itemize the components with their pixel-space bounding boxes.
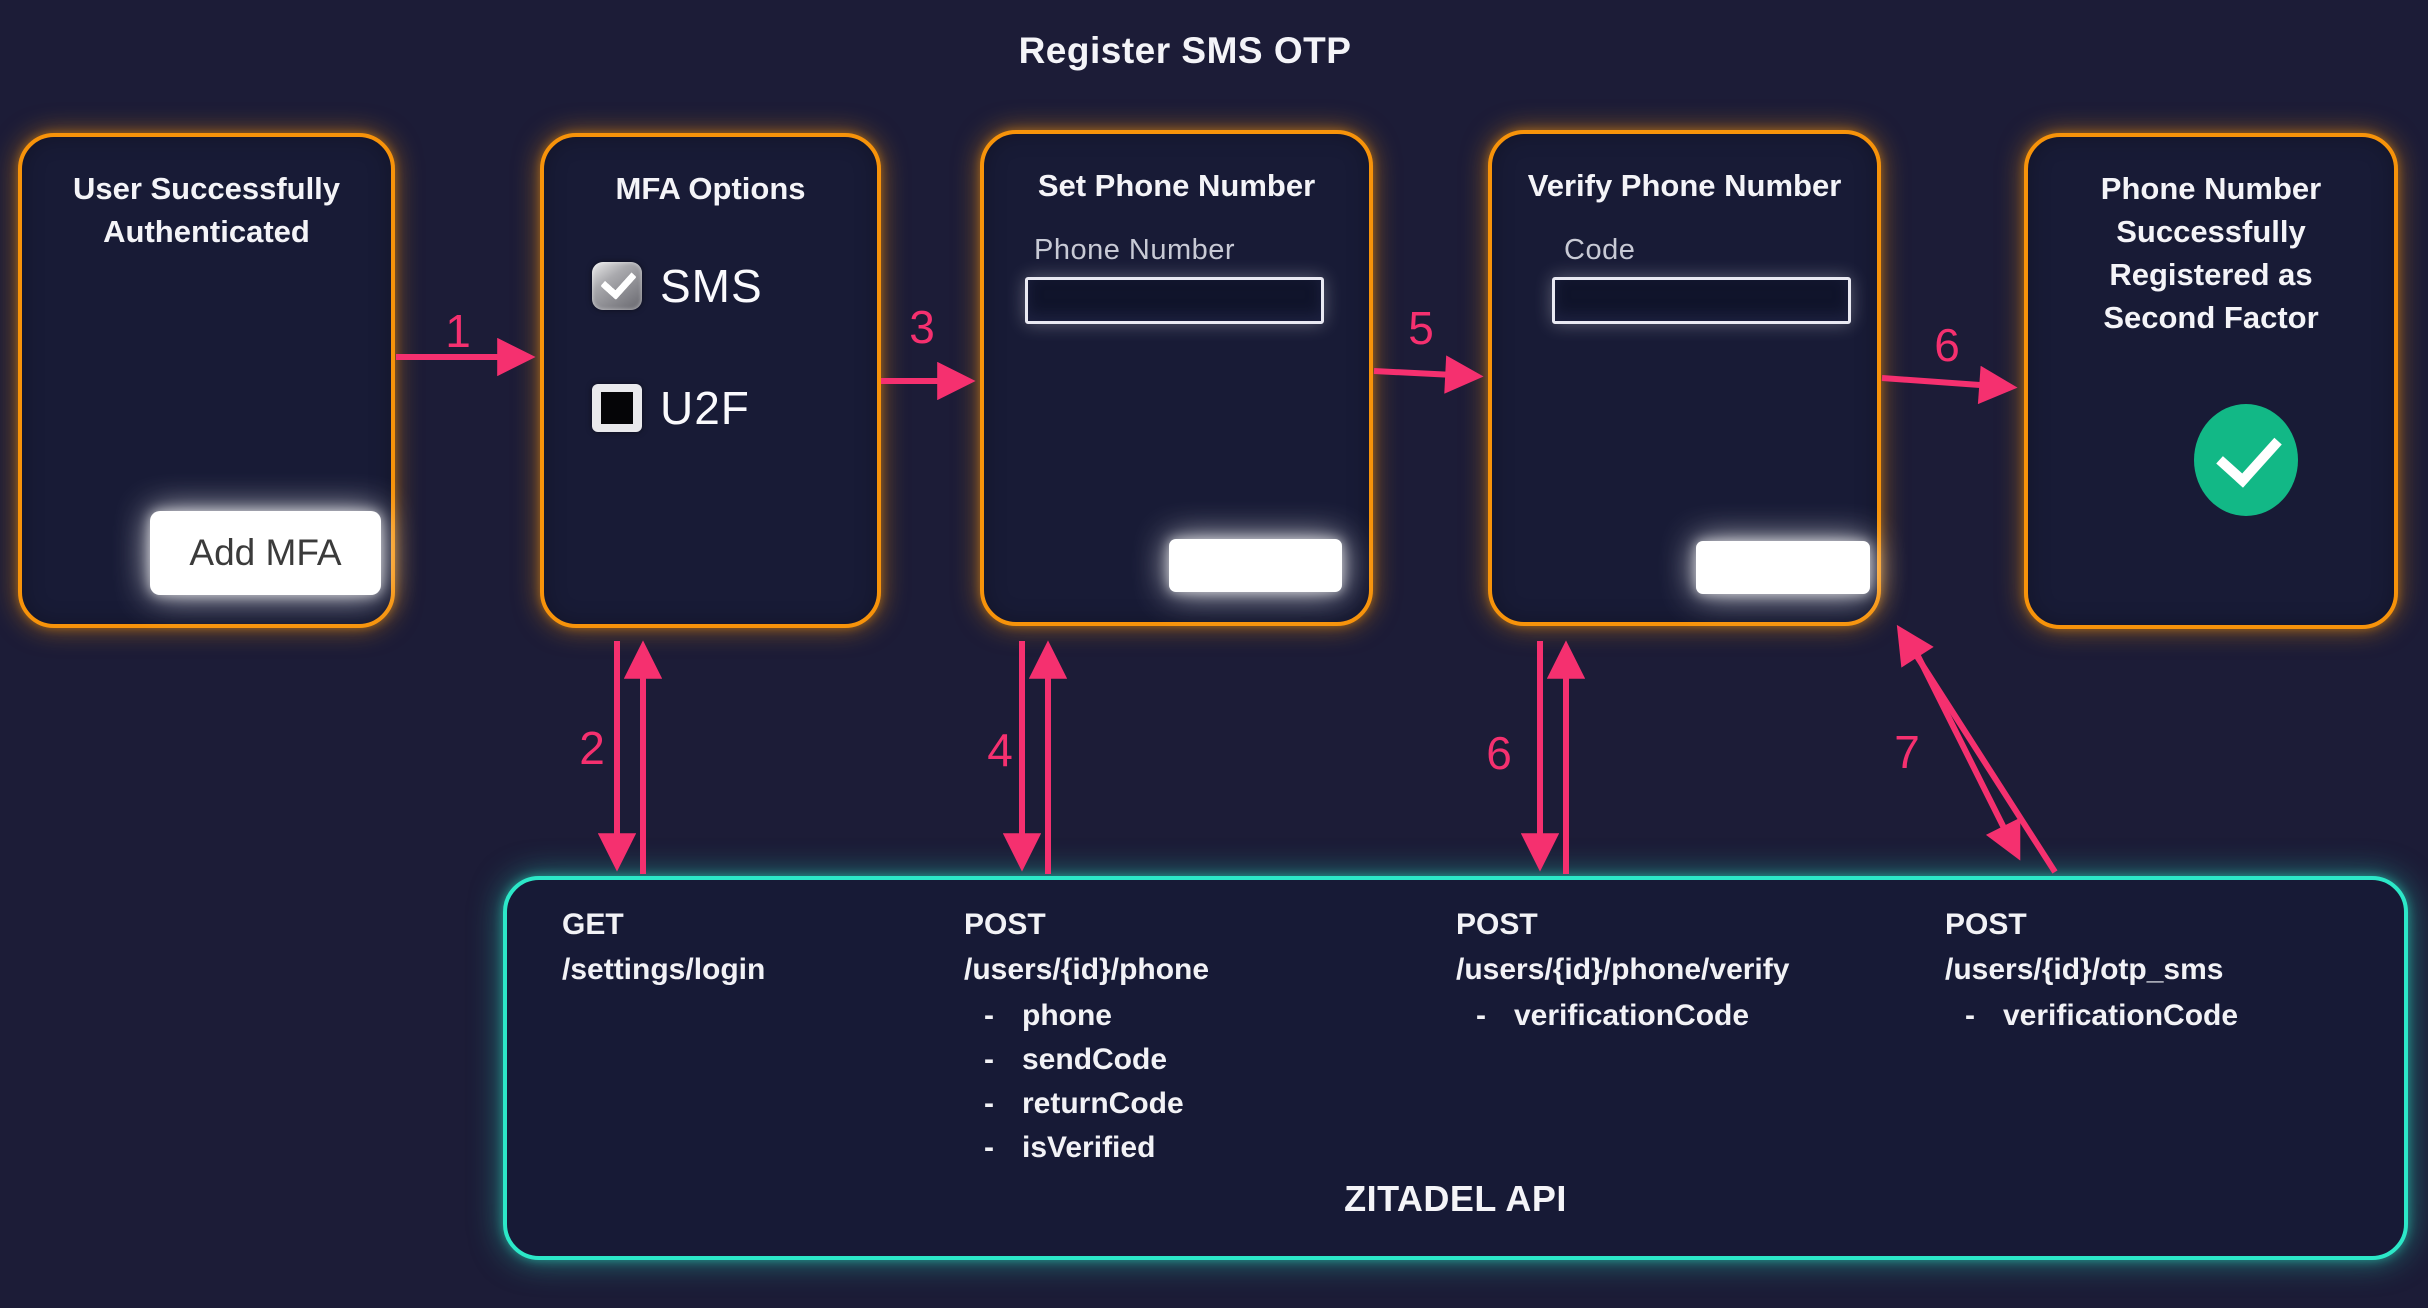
phone-number-field-label: Phone Number [1034,234,1236,266]
box-title: Set Phone Number [1037,168,1316,203]
arrow-step7-up [1896,624,2058,874]
endpoint-param: sendCode [964,1038,1209,1082]
endpoint-params: phonesendCodereturnCodeisVerified [964,994,1209,1170]
set-phone-submit-button[interactable] [1169,539,1342,592]
endpoint-params: verificationCode [1456,994,1789,1038]
endpoint-path: /users/{id}/phone [964,953,1210,986]
mfa-option-label: U2F [660,382,750,434]
endpoint-path: /users/{id}/phone/verify [1456,953,1790,986]
box-verify-phone-number: Verify Phone Number Code [1488,130,1881,626]
step-label-6a: 6 [1934,319,1960,371]
page-title: Register SMS OTP [1018,30,1352,71]
unchecked-checkbox-icon[interactable] [592,384,642,432]
arrow-step7-down [1905,634,2021,861]
box-title: User Successfully Authenticated [72,171,341,249]
mfa-option-sms[interactable]: SMS [592,259,763,313]
box-title: Verify Phone Number [1527,168,1842,203]
api-endpoint: POST/users/{id}/phone/verify verification… [1456,902,1789,1038]
endpoint-method: POST [1456,908,1538,941]
box-set-phone-number: Set Phone Number Phone Number [980,130,1373,626]
step-label-5: 5 [1408,302,1434,354]
step-label-3: 3 [909,301,935,353]
api-endpoint: POST/users/{id}/otp_sms verificationCode [1945,902,2238,1038]
box-title: MFA Options [615,171,806,206]
arrow-step5 [1373,355,1484,394]
endpoint-method: POST [1945,908,2027,941]
endpoint-path: /users/{id}/otp_sms [1945,953,2224,986]
box-title: Phone Number Successfully Registered as … [2100,171,2322,335]
box-user-authenticated: User Successfully Authenticated Add MFA [18,133,395,628]
step-label-6b: 6 [1486,727,1512,779]
step-label-7: 7 [1894,726,1920,778]
endpoint-param: verificationCode [1945,994,2238,1038]
phone-number-input[interactable] [1025,277,1324,324]
endpoint-path: /settings/login [562,953,766,986]
step-label-4: 4 [987,724,1013,776]
endpoint-method: POST [964,908,1046,941]
step-label-2: 2 [579,722,605,774]
code-input[interactable] [1552,277,1851,324]
add-mfa-button[interactable]: Add MFA [150,511,381,595]
endpoint-param: returnCode [964,1082,1209,1126]
endpoint-method: GET [562,908,624,941]
api-box-label: ZITADEL API [1344,1178,1567,1219]
zitadel-api-box: GET/settings/login POST/users/{id}/phone p… [503,876,2408,1260]
step-label-1: 1 [445,305,471,357]
api-endpoint: GET/settings/login [562,902,765,992]
endpoint-param: phone [964,994,1209,1038]
box-phone-registered: Phone Number Successfully Registered as … [2024,133,2398,629]
verify-phone-submit-button[interactable] [1696,541,1870,594]
mfa-option-label: SMS [660,260,763,312]
endpoint-params: verificationCode [1945,994,2238,1038]
arrow-step6-right [1881,365,2018,405]
endpoint-param: isVerified [964,1126,1209,1170]
endpoint-param: verificationCode [1456,994,1789,1038]
checked-checkbox-icon[interactable] [592,262,642,310]
box-mfa-options: MFA Options SMS U2F [540,133,881,628]
api-endpoint: POST/users/{id}/phone phonesendCodereturn… [964,902,1209,1170]
code-field-label: Code [1564,234,1636,266]
check-circle-icon [2194,404,2298,516]
mfa-option-u2f[interactable]: U2F [592,381,750,435]
